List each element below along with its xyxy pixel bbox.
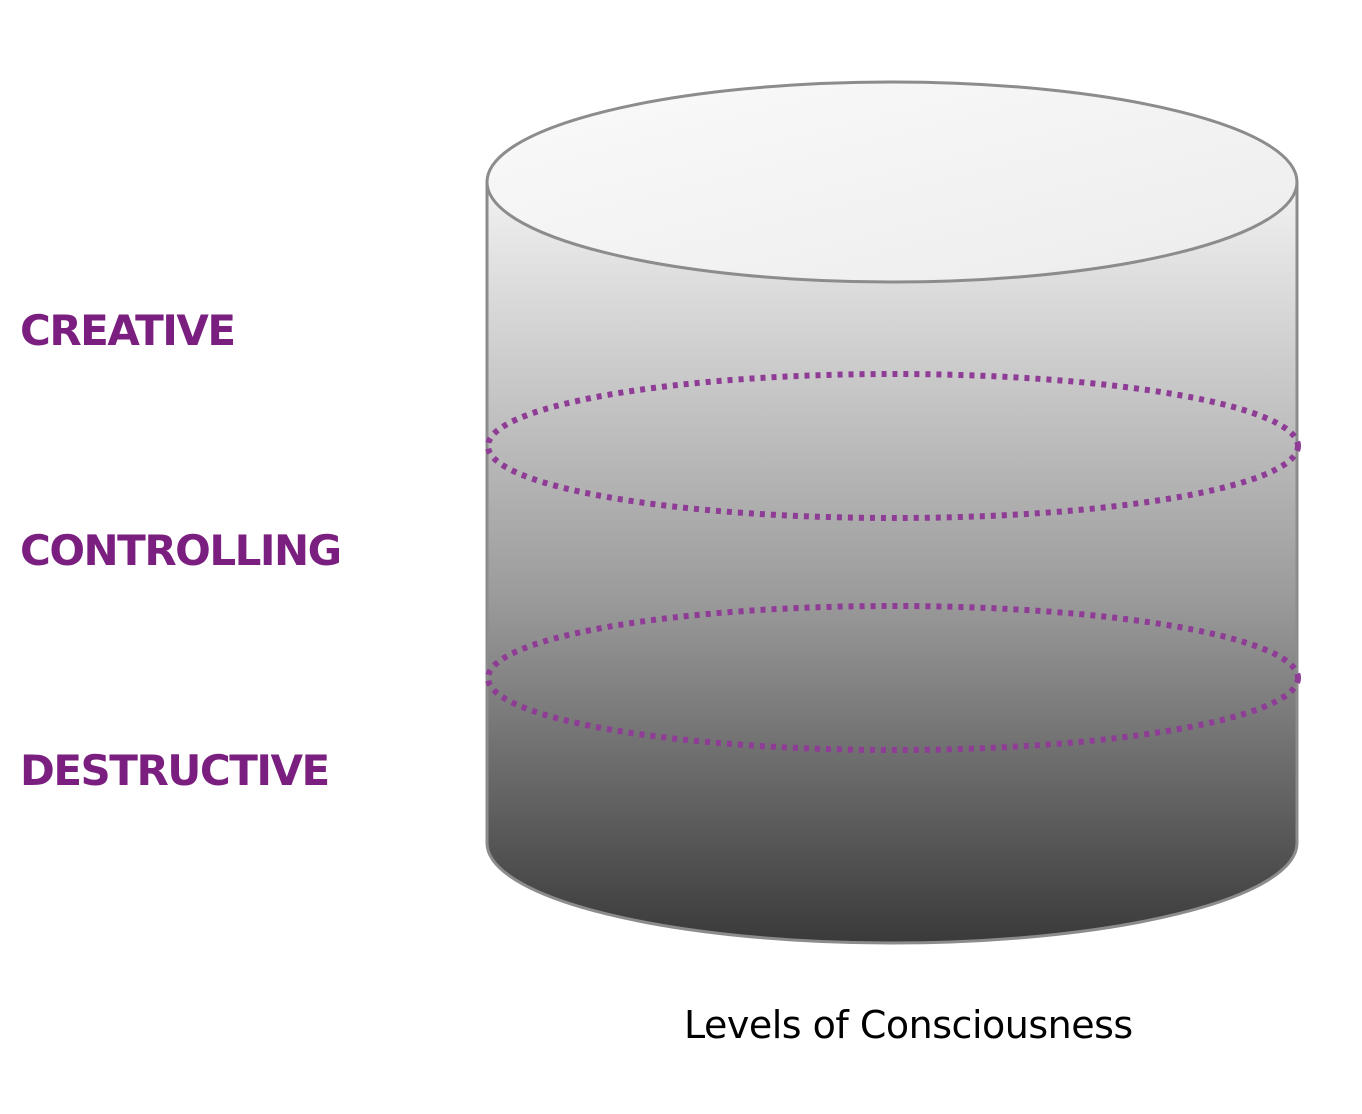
level-label-creative: CREATIVE xyxy=(20,306,236,355)
cylinder-top xyxy=(485,80,1299,284)
level-label-destructive: DESTRUCTIVE xyxy=(20,746,330,795)
cylinder-body xyxy=(485,181,1299,945)
level-label-controlling: CONTROLLING xyxy=(20,526,342,575)
level-divider-upper xyxy=(485,371,1301,521)
diagram-caption: Levels of Consciousness xyxy=(684,1003,1133,1047)
level-divider-lower xyxy=(485,603,1301,753)
